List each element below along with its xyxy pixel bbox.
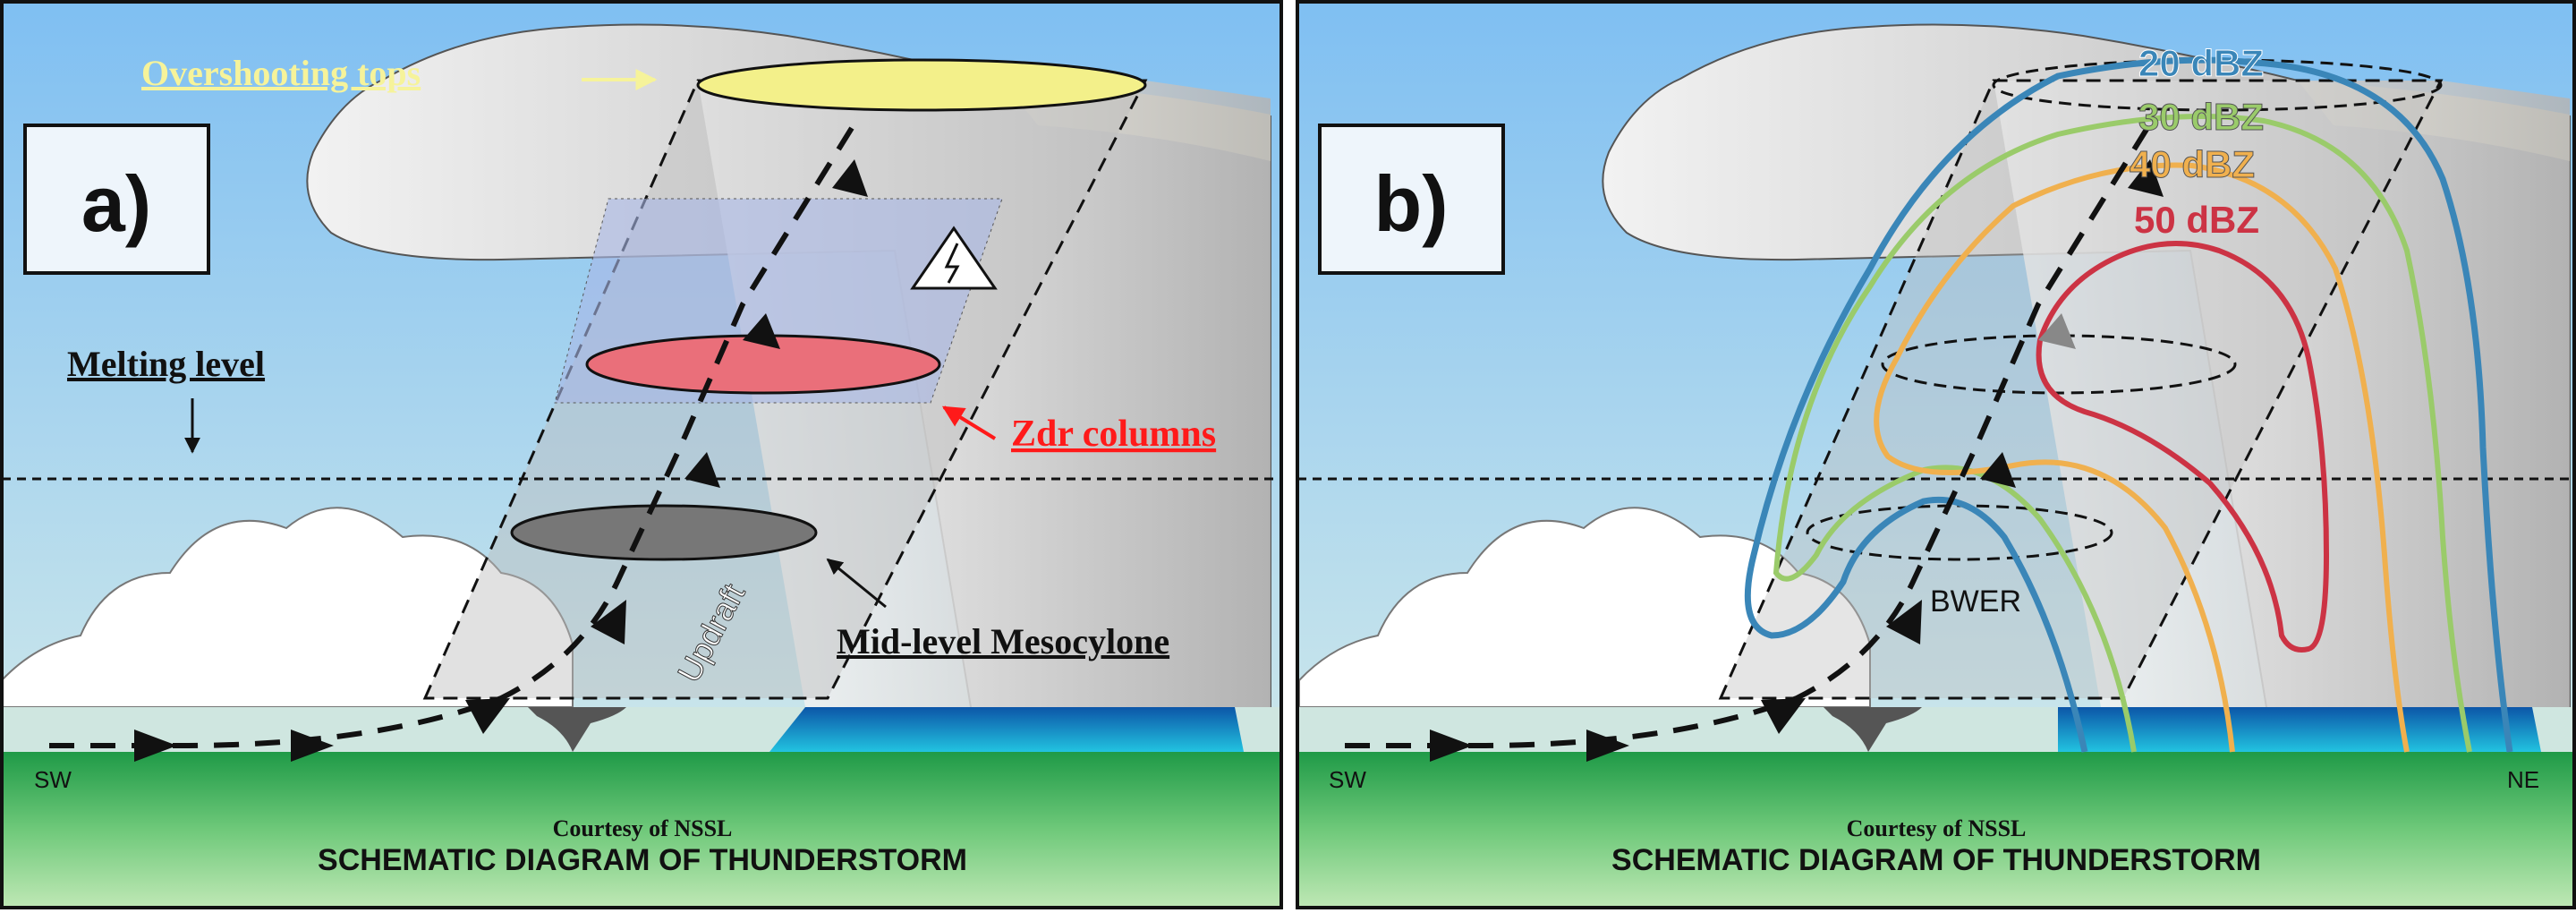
panel-b-arrow-icon — [1430, 159, 2164, 762]
panel-a-overshoot-ellipse — [696, 58, 1147, 112]
panel-b-top-ellipse — [1992, 58, 2443, 112]
panel-b-updraft-path — [1345, 115, 2157, 748]
panel-b-precip — [2058, 707, 2541, 752]
melting-level-label: Melting level — [67, 344, 265, 384]
panel-a-cumulus — [1, 507, 574, 708]
panel-a-sw-label: SW — [34, 766, 72, 793]
label-30-dbz: 30 dBZ — [2138, 96, 2264, 138]
contour-50-dbz — [2036, 241, 2330, 653]
panel-b-tower — [1994, 81, 2570, 707]
panel-a-mesocyclone-ellipse — [510, 504, 818, 561]
panel-b-sw-label: SW — [1329, 766, 1366, 793]
panel-b-ne-label: NE — [2507, 766, 2539, 793]
panel-a-frame — [0, 0, 1283, 909]
panel-a-label: a) — [81, 159, 151, 248]
mesocyclone-arrow — [826, 558, 887, 609]
bwer-label: BWER — [1930, 584, 2021, 619]
label-50-dbz: 50 dBZ — [2134, 199, 2259, 241]
panel-b-caption: SCHEMATIC DIAGRAM OF THUNDERSTORM — [1611, 843, 2261, 877]
panel-b-tornado-icon — [1824, 707, 1922, 752]
zdr-arrow — [941, 405, 997, 440]
panel-a-updraft-path — [49, 115, 862, 748]
panel-b-frame — [1296, 0, 2576, 909]
panel-a: a) Overshooting tops Melting level Zdr c… — [0, 0, 1283, 909]
mesocyclone-label: Mid-level Mesocylone — [837, 621, 1169, 661]
arrow-icon — [134, 159, 868, 762]
panel-a-caption: SCHEMATIC DIAGRAM OF THUNDERSTORM — [318, 843, 967, 877]
zdr-columns-label: Zdr columns — [1011, 414, 1216, 455]
panel-b: b) 20 dBZ 30 dBZ 40 dBZ 50 dBZ BWER SW N… — [1296, 0, 2576, 909]
panel-b-updraft-column — [1718, 79, 2444, 700]
panel-a-precip — [769, 707, 1244, 752]
panel-b-cumulus — [1298, 507, 1871, 708]
panel-b-ground — [1297, 752, 2574, 908]
panel-b-label: b) — [1373, 159, 1448, 248]
panel-b-mid-ellipse — [1881, 334, 2237, 395]
contour-30-dbz — [1773, 114, 2472, 753]
contour-40-dbz — [1874, 162, 2410, 753]
overshooting-tops-label: Overshooting tops — [141, 53, 421, 93]
contour-20-dbz — [1744, 56, 2513, 753]
label-20-dbz: 20 dBZ — [2138, 42, 2264, 84]
panel-b-credit: Courtesy of NSSL — [1847, 815, 2027, 841]
panel-a-label-box — [23, 124, 210, 275]
panel-a-ground — [2, 752, 1281, 908]
label-40-dbz: 40 dBZ — [2130, 143, 2255, 185]
tornado-icon — [528, 707, 626, 752]
panel-a-credit: Courtesy of NSSL — [553, 815, 733, 841]
lightning-icon — [910, 226, 998, 290]
panel-b-label-box — [1318, 124, 1505, 275]
